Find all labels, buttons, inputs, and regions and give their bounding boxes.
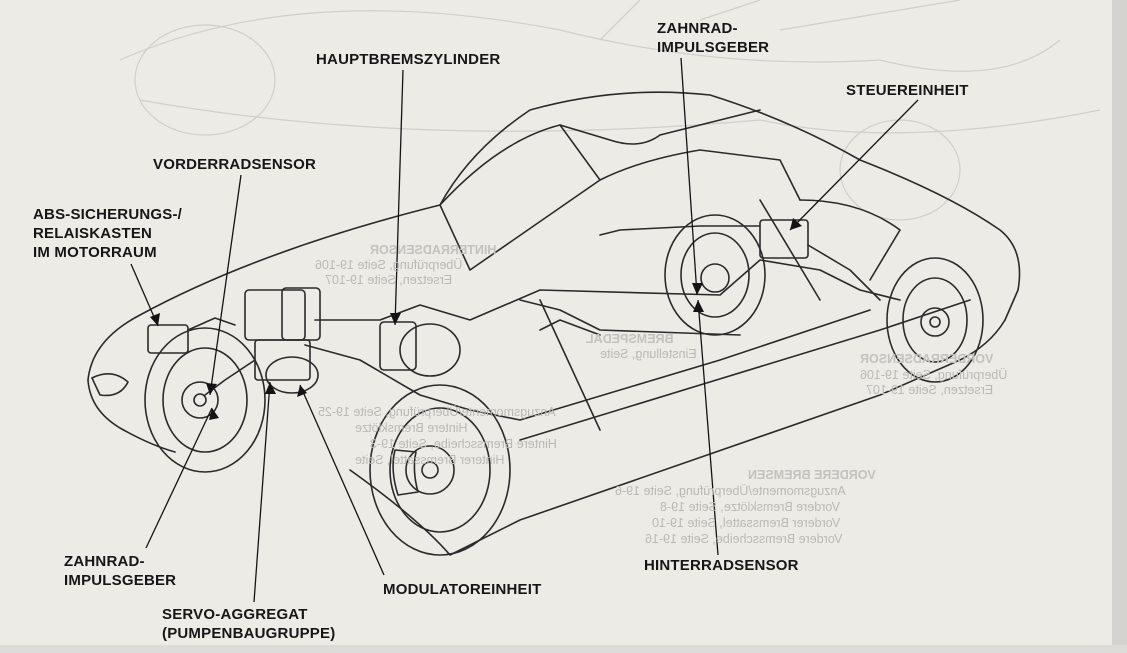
brake-caliper <box>392 449 419 496</box>
leader-line <box>697 299 719 556</box>
ghost-line: Hinterer Bremssattel, Seite <box>355 453 505 467</box>
background-car-outline <box>139 99 1101 134</box>
label-line: ZAHNRAD- <box>64 553 145 570</box>
leader-line <box>680 57 698 296</box>
label-servo-aggregat: SERVO-AGGREGAT (PUMPENBAUGRUPPE) <box>162 605 335 643</box>
reservoir <box>281 287 321 341</box>
abs-relay-box <box>147 324 189 354</box>
label-line: IMPULSGEBER <box>64 572 177 589</box>
ghost-line: Hintere Bremsscheibe, Seite 19-3 <box>370 437 557 451</box>
rear-window <box>799 199 901 281</box>
leader-arrowhead <box>206 383 217 395</box>
rear-right-wheel <box>886 257 984 383</box>
label-vorderradsensor: VORDERRADSENSOR <box>153 156 317 173</box>
leader-arrowhead <box>693 300 704 312</box>
ghost-line: Ersetzen, Seite 19-107 <box>866 383 994 397</box>
scan-edge <box>0 645 1127 653</box>
car-body-outline <box>349 319 1006 556</box>
scan-edge <box>1112 0 1127 653</box>
rear-right-brake-disc <box>920 307 950 337</box>
leader-arrowhead <box>790 218 802 230</box>
modulator-unit <box>254 339 311 381</box>
label-hauptbremszylinder: HAUPTBREMSZYLINDER <box>316 51 501 68</box>
label-line: (PUMPENBAUGRUPPE) <box>162 625 336 642</box>
background-car-outline <box>119 10 1061 72</box>
servo-motor <box>265 356 319 394</box>
leader-line <box>789 99 919 231</box>
brake-line <box>807 244 881 301</box>
brake-line <box>539 319 601 336</box>
car-body-outline <box>87 379 176 453</box>
ghost-line: Anzugsmomente/Überprüfung, Seite 19-25 <box>318 405 556 419</box>
brake-line <box>314 259 901 321</box>
ghost-line: Überprüfung, Seite 19-106 <box>860 368 1008 382</box>
door-window <box>599 149 801 201</box>
label-line: SERVO-AGGREGAT <box>162 606 308 623</box>
brake-line <box>519 299 741 336</box>
door-line <box>759 199 821 301</box>
leader-arrowhead <box>150 313 160 326</box>
ghost-line: Vordere Bremsklötze, Seite 19-8 <box>660 500 840 514</box>
ghost-line: Hintere Bremsklötze <box>355 421 468 435</box>
leader-line <box>209 174 242 396</box>
ghost-line: Ersetzen, Seite 19-107 <box>325 273 453 287</box>
ghost-line: Vordere Bremsscheibe, Seite 19-16 <box>645 532 843 546</box>
door-line <box>539 299 601 431</box>
pump-assembly <box>244 289 306 341</box>
rear-left-brake-disc <box>700 263 730 293</box>
windshield <box>439 124 601 271</box>
leader-arrowhead <box>265 382 276 394</box>
front-right-wheel <box>389 407 491 533</box>
ghost-heading-vordere-bremsen: VORDERE BREMSEN <box>748 468 876 482</box>
roof-line <box>439 109 761 206</box>
leader-line <box>253 381 271 603</box>
leader-arrowhead <box>297 385 307 397</box>
leader-line <box>394 69 404 326</box>
background-wheel <box>839 119 961 221</box>
label-abs-sicherungs-relaiskasten: ABS-SICHERUNGS-/ RELAISKASTEN IM MOTORRA… <box>33 205 182 262</box>
background-wheel <box>134 24 276 136</box>
ghost-line: Einstellung, Seite <box>600 347 697 361</box>
headlight <box>91 373 129 397</box>
front-left-wheel <box>144 327 266 473</box>
label-line: IM MOTORRAUM <box>33 244 157 261</box>
label-line: ZAHNRAD- <box>657 20 738 37</box>
background-car-outline <box>599 0 961 41</box>
ghost-line: Überprüfung, Seite 19-106 <box>315 258 463 272</box>
brake-line <box>599 225 761 236</box>
label-zahnrad-impulsgeber-front: ZAHNRAD- IMPULSGEBER <box>64 552 176 590</box>
label-modulatoreinheit: MODULATOREINHEIT <box>383 581 542 598</box>
leader-arrowhead <box>209 408 219 420</box>
front-left-brake-disc <box>181 381 219 419</box>
leader-arrowhead <box>390 313 401 325</box>
label-line: IMPULSGEBER <box>657 39 770 56</box>
brake-line <box>304 309 871 421</box>
master-cylinder <box>379 321 417 371</box>
label-hinterradsensor: HINTERRADSENSOR <box>644 557 799 574</box>
front-left-wheel <box>162 347 248 453</box>
leader-arrowhead <box>692 283 703 295</box>
abs-control-unit <box>759 219 809 259</box>
leader-line <box>145 407 213 549</box>
ghost-heading-bremspedal: BREMSPEDAL <box>586 332 674 346</box>
label-line: ABS-SICHERUNGS-/ <box>33 206 183 223</box>
front-right-brake-disc <box>405 445 455 495</box>
label-line: RELAISKASTEN <box>33 225 153 242</box>
label-zahnrad-impulsgeber-rear: ZAHNRAD- IMPULSGEBER <box>657 19 769 57</box>
car-body-outline <box>87 91 1021 381</box>
brake-booster <box>399 323 461 377</box>
door-sill <box>519 299 971 441</box>
rear-left-wheel <box>664 214 766 336</box>
front-right-wheel <box>369 384 511 556</box>
label-steuereinheit: STEUEREINHEIT <box>846 82 969 99</box>
ghost-heading-hinterradsensor: HINTERRADSENSOR <box>370 243 497 257</box>
ghost-line: Vorderer Bremssattel, Seite 19-10 <box>652 516 841 530</box>
ghost-line: Anzugsmomente/Überprüfung, Seite 19-6 <box>615 484 846 498</box>
leader-line <box>299 384 385 576</box>
ghost-heading-vorderradsensor: VORDERRADSENSOR <box>860 352 994 366</box>
